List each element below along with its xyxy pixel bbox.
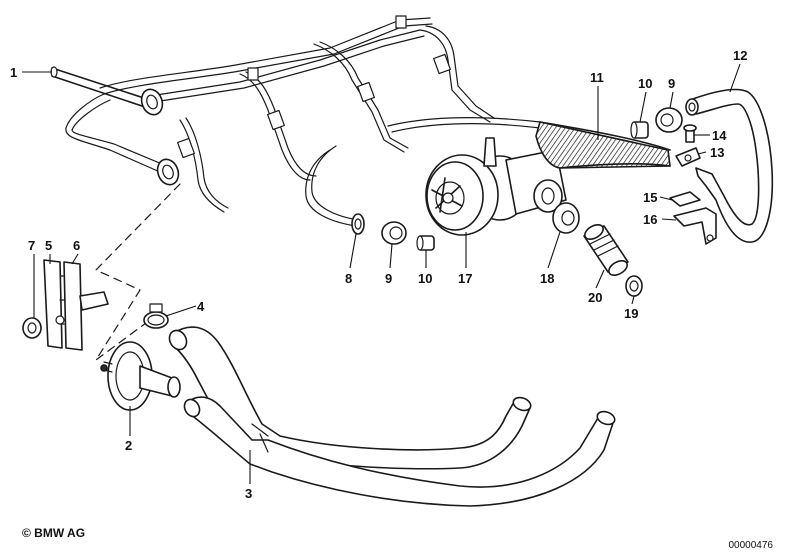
callout-15: 15 <box>643 190 657 205</box>
ferrule-10-lower <box>416 235 435 251</box>
callout-11: 11 <box>590 70 604 85</box>
damper-2 <box>100 341 181 411</box>
callout-6: 6 <box>73 238 80 253</box>
fitting-20 <box>583 223 629 277</box>
copyright-notice: © BMW AG <box>22 526 86 540</box>
nut-plate-15 <box>669 191 701 207</box>
nut-18 <box>552 202 580 234</box>
callout-12: 12 <box>733 48 747 63</box>
pipe-8 <box>351 213 365 235</box>
pressure-regulator-17 <box>425 137 570 236</box>
callout-8: 8 <box>345 271 352 286</box>
callout-16: 16 <box>643 212 657 227</box>
callout-4: 4 <box>197 299 205 314</box>
leader-lines <box>22 63 741 484</box>
bracket-5-6 <box>43 259 109 351</box>
nut-9-lower <box>381 221 407 245</box>
callout-18: 18 <box>540 271 554 286</box>
washer-19 <box>625 275 643 297</box>
callout-10-lower: 10 <box>418 271 432 286</box>
nut-7 <box>22 317 42 339</box>
hose-clamp-4 <box>143 303 169 329</box>
y-hose-3 <box>168 326 616 507</box>
callout-labels: 1 2 3 4 5 6 7 8 9 10 11 12 9 10 13 14 15… <box>10 48 747 501</box>
callout-7: 7 <box>28 238 35 253</box>
callout-1: 1 <box>10 65 17 80</box>
nut-9-upper <box>655 107 683 133</box>
callout-9-upper: 9 <box>668 76 675 91</box>
callout-10-upper: 10 <box>638 76 652 91</box>
bracket-16 <box>673 207 717 245</box>
callout-2: 2 <box>125 438 132 453</box>
callout-14: 14 <box>712 128 727 143</box>
callout-3: 3 <box>245 486 252 501</box>
braided-hose-11 <box>535 121 671 169</box>
bolt-14 <box>683 124 697 143</box>
assembly-guide-dashed <box>95 183 181 361</box>
ferrule-10-upper <box>630 121 649 139</box>
callout-13: 13 <box>710 145 724 160</box>
clamp-13 <box>675 147 701 167</box>
callout-9-lower: 9 <box>385 271 392 286</box>
callout-17: 17 <box>458 271 472 286</box>
fuel-line-rail <box>50 15 541 227</box>
callout-20: 20 <box>588 290 602 305</box>
reference-number: 00000476 <box>728 540 774 551</box>
callout-5: 5 <box>45 238 52 253</box>
callout-19: 19 <box>624 306 638 321</box>
rubber-hose-12 <box>685 88 774 243</box>
